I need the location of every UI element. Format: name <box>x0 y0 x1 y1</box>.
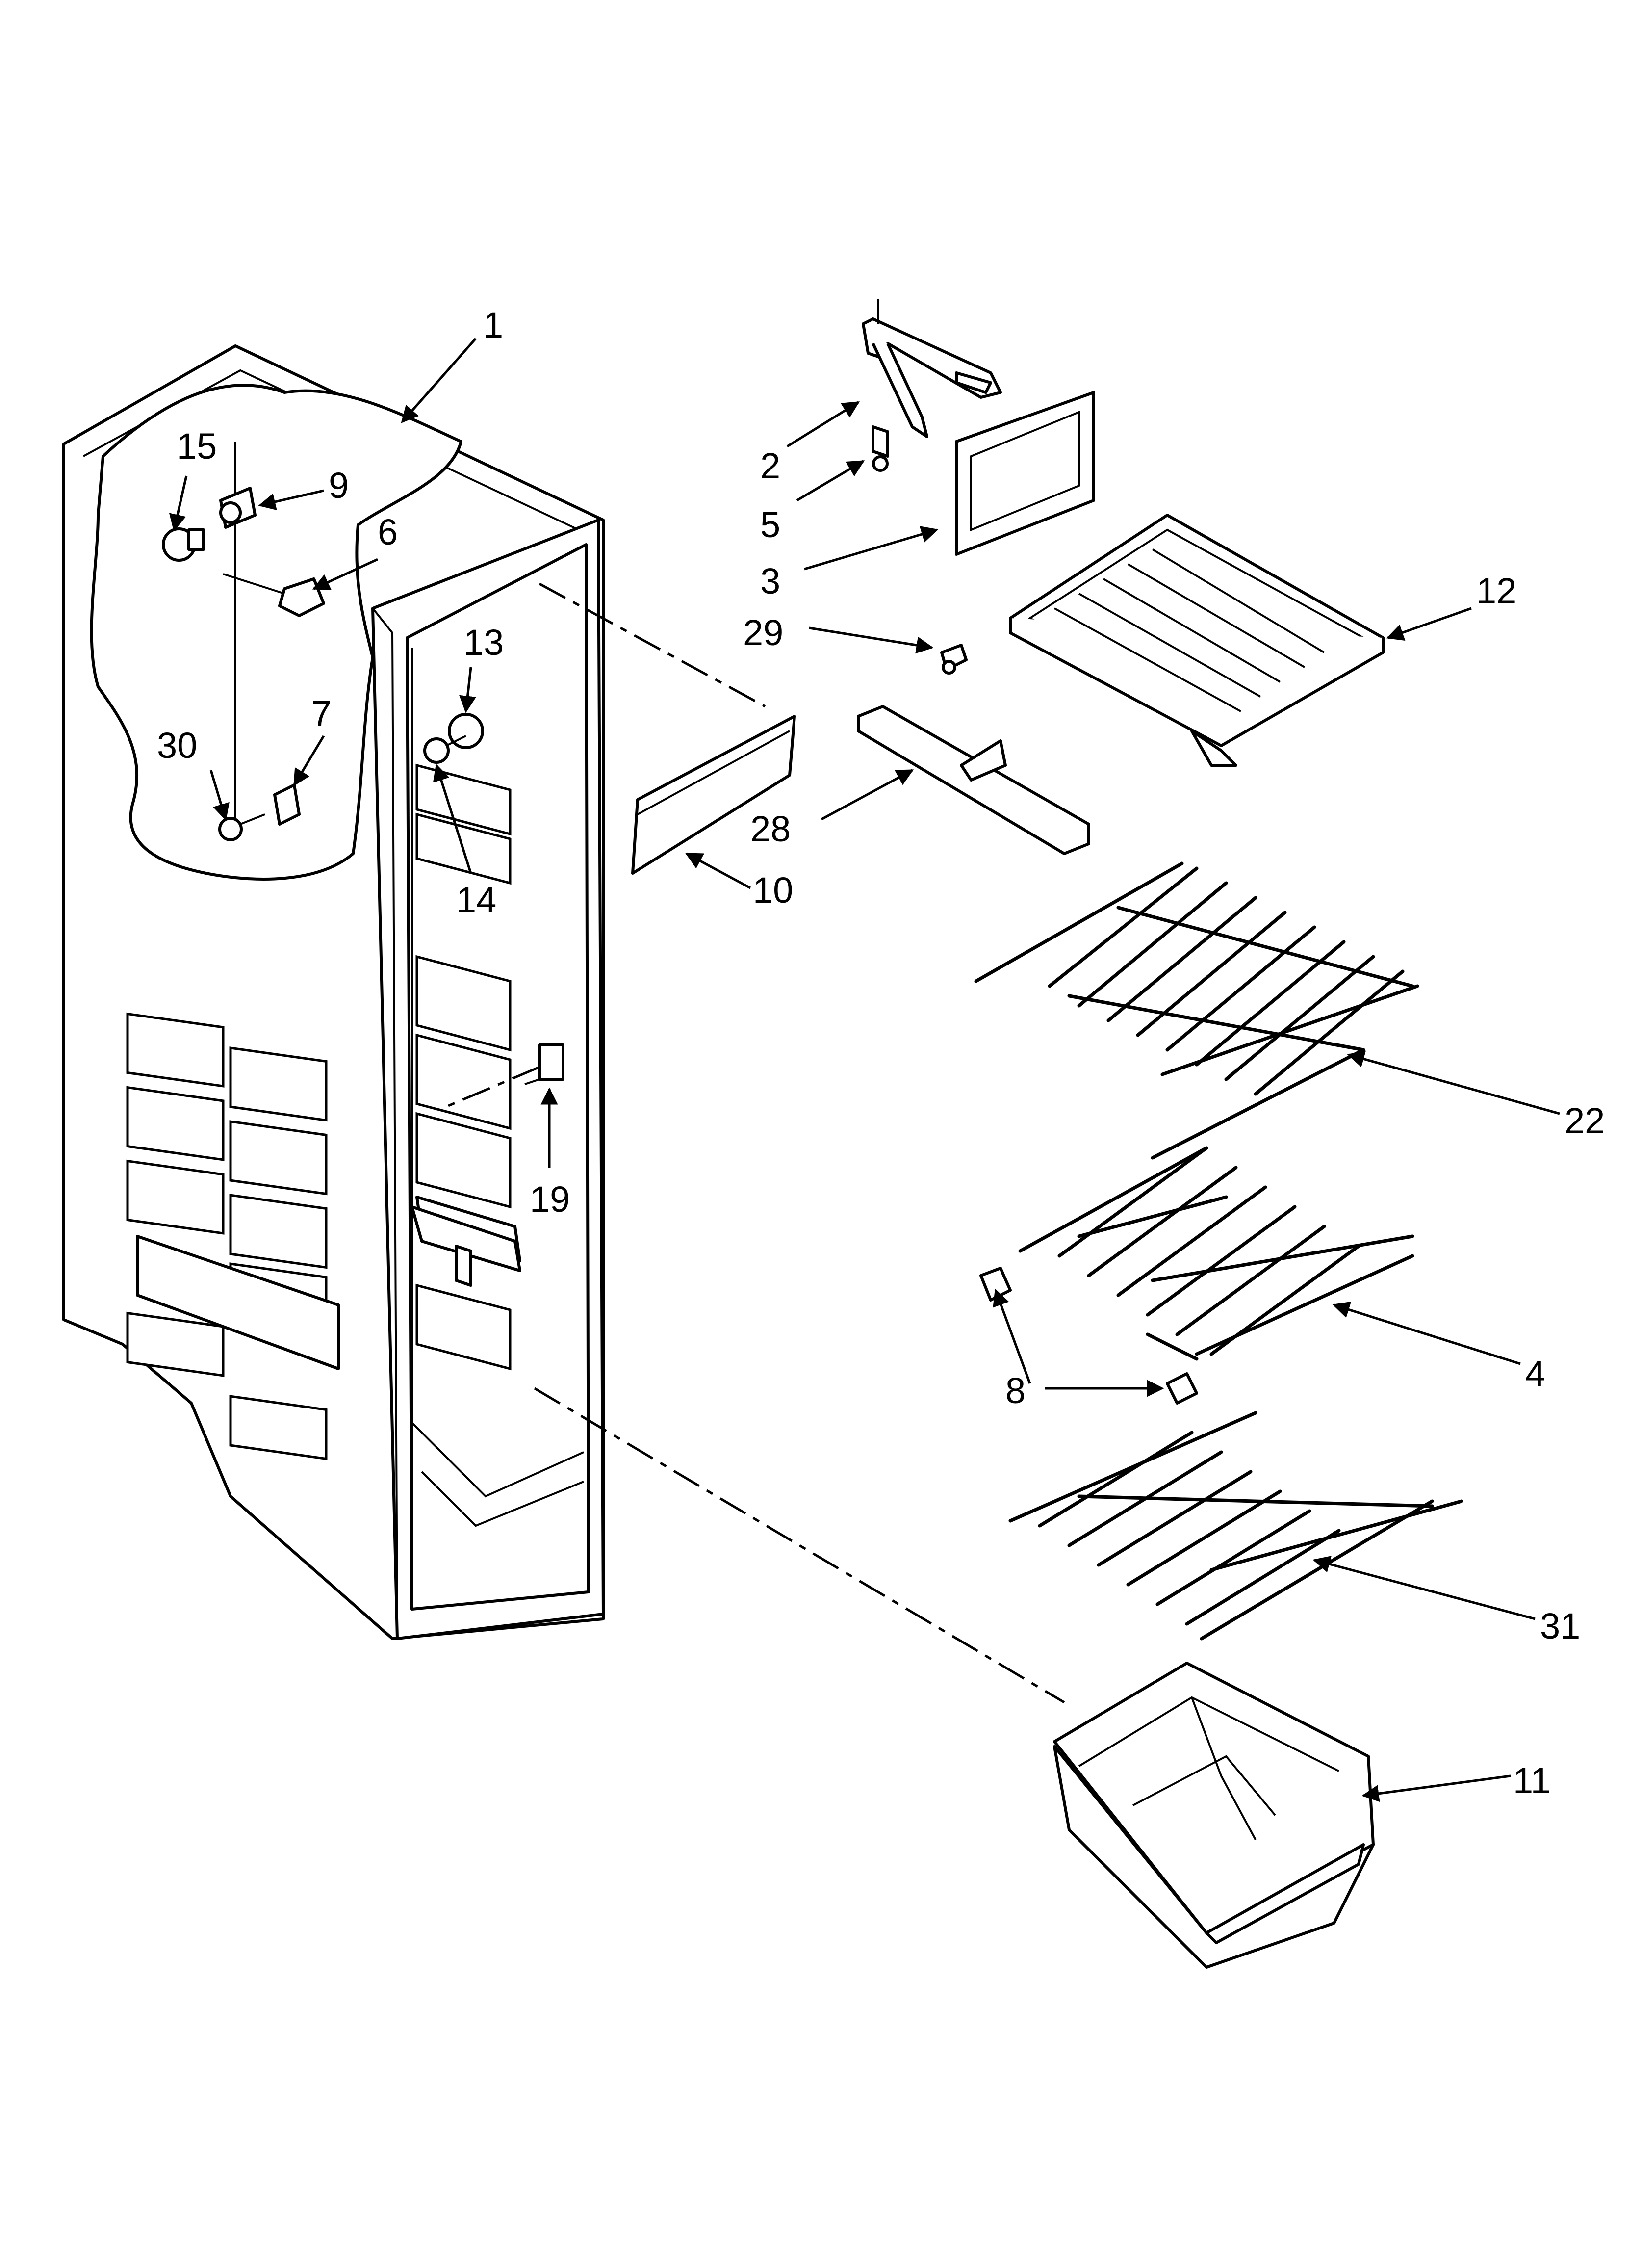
side-wall-slots <box>415 763 512 1371</box>
callout-30: 30 <box>157 725 197 766</box>
cabinet-liner <box>62 344 605 1640</box>
freezer-basket <box>1053 1662 1375 1969</box>
shelf-trim-frame <box>955 391 1095 556</box>
callout-8: 8 <box>1005 1370 1026 1411</box>
shelf-end-cap-upper <box>979 1267 1012 1302</box>
control-knob-assembly <box>423 713 484 764</box>
callout-12: 12 <box>1476 571 1516 611</box>
side-bracket <box>410 1205 521 1287</box>
wire-shelf-4 <box>1018 1146 1414 1361</box>
callout-14: 14 <box>456 880 496 920</box>
callout-1: 1 <box>483 305 503 345</box>
callout-28: 28 <box>750 808 791 849</box>
shelf-screw <box>940 644 968 675</box>
callout-15: 15 <box>177 426 217 467</box>
callout-11: 11 <box>1513 1760 1551 1801</box>
lamp-bulb <box>162 527 205 562</box>
callout-10: 10 <box>753 870 793 911</box>
shelf-hanger-bracket <box>862 299 1002 438</box>
callout-6: 6 <box>378 512 398 552</box>
wire-shelf-22 <box>974 861 1419 1160</box>
wire-clip-lower <box>273 783 301 826</box>
callout-3: 3 <box>760 561 780 601</box>
callout-31: 31 <box>1540 1606 1580 1646</box>
leader-lines <box>169 338 1560 1802</box>
callout-4: 4 <box>1525 1353 1545 1394</box>
wire-shelf-31 <box>1008 1411 1463 1641</box>
back-wall-slots <box>126 1012 328 1460</box>
dash-line-switch <box>441 1066 540 1110</box>
callout-7: 7 <box>311 693 332 734</box>
lamp-socket <box>219 487 257 529</box>
door-switch <box>524 1043 564 1085</box>
shelf-support-rail <box>857 705 1090 855</box>
callout-22: 22 <box>1565 1100 1605 1141</box>
lamp-screw <box>218 813 265 841</box>
callout-labels: 1 2 5 3 12 29 28 10 9 6 15 13 7 30 14 19… <box>157 305 1605 1801</box>
shelf-end-cap-lower <box>1166 1372 1198 1405</box>
callout-13: 13 <box>463 622 504 663</box>
callout-2: 2 <box>760 445 780 486</box>
callout-19: 19 <box>530 1179 570 1220</box>
dash-line-upper <box>539 582 766 708</box>
deflector-panel <box>631 715 796 875</box>
hanger-screw <box>872 425 889 472</box>
callout-29: 29 <box>743 612 783 653</box>
dash-line-lower <box>534 1387 1065 1704</box>
ice-storage-shelf <box>1009 514 1385 767</box>
callout-9: 9 <box>329 465 349 506</box>
callout-5: 5 <box>760 504 780 545</box>
